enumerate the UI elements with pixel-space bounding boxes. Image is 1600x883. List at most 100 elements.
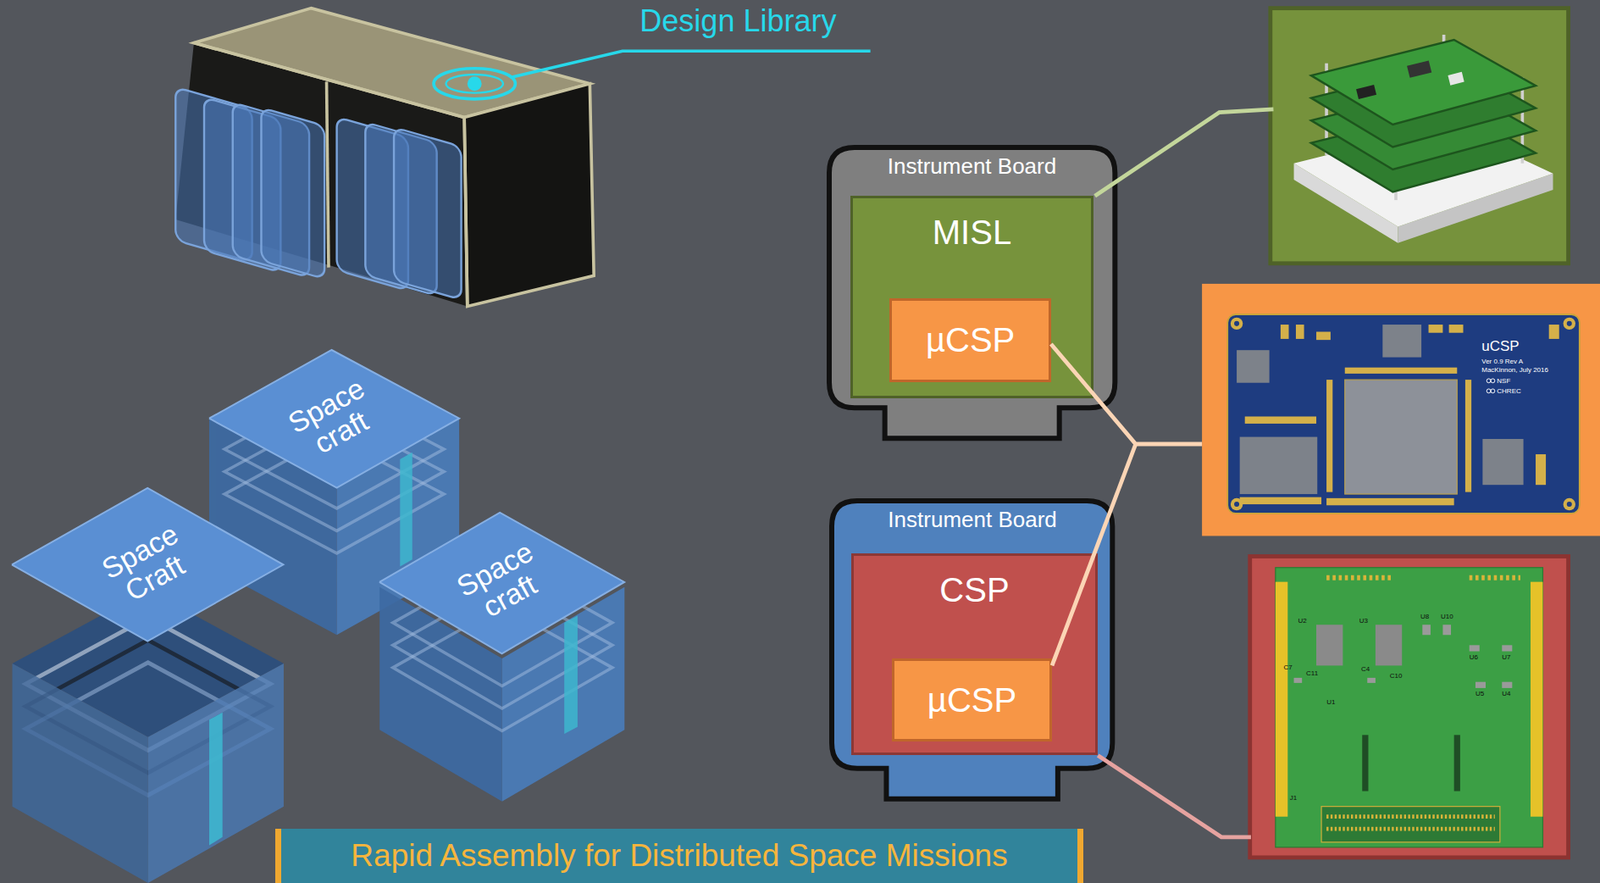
ucsp-board-render: [1240, 437, 1318, 494]
silkscreen-text: MacKinnon, July 2016: [1481, 365, 1549, 374]
eye-icon: [433, 68, 515, 100]
designator: J1: [1289, 793, 1297, 802]
csp-board-render: [1469, 575, 1521, 581]
caption-banner: Rapid Assembly for Distributed Space Mis…: [275, 828, 1084, 883]
spacecraft-body: [209, 712, 223, 846]
ucsp-board-render: [1465, 379, 1472, 493]
ucsp-board-render: [1563, 317, 1576, 330]
ucsp-board-render: [1563, 498, 1576, 510]
ucsp-board-render: [1240, 497, 1322, 504]
eye-icon: [433, 68, 515, 100]
box-label: Instrument Board: [887, 153, 1057, 180]
designator: U4: [1501, 689, 1511, 698]
board-body: [829, 147, 1115, 438]
spacecraft-body: [12, 663, 149, 883]
board-stack-photo: [1270, 8, 1569, 264]
instrument-board: Instrument BoardCSP µCSP: [829, 498, 1115, 802]
ucsp-board-render: [1566, 501, 1573, 507]
board-stack-photo: [1356, 84, 1377, 100]
board-stack-photo: [1270, 8, 1569, 264]
csp-board-render: [1367, 677, 1376, 683]
csp-board-render: [1250, 556, 1569, 858]
ucsp-board-render: [1230, 317, 1243, 330]
spacecraft-body: [564, 614, 578, 734]
board-stack-photo: [1447, 71, 1464, 86]
csp-board-render: [1250, 556, 1569, 858]
csp-board-render: [1326, 826, 1495, 831]
silkscreen-text: uCSP: [1481, 337, 1519, 355]
ucsp-board-render: [1201, 283, 1600, 537]
designator: U5: [1475, 689, 1484, 698]
designator: U7: [1501, 653, 1511, 661]
csp-board-render: [1475, 681, 1486, 688]
leader-line: [509, 50, 870, 78]
ucsp-board-render: [1490, 378, 1495, 383]
designator: C7: [1284, 663, 1293, 671]
csp-board-render: [1530, 581, 1543, 817]
ucsp-board-render: [1234, 501, 1240, 507]
design-library-shelf: [175, 8, 594, 325]
box-label: MISL: [932, 211, 1012, 253]
board-body: [831, 500, 1113, 799]
leader-line: [1051, 443, 1136, 665]
csp-board-render: [1326, 575, 1393, 581]
designator: U1: [1326, 697, 1335, 706]
ucsp-board-render: [1280, 324, 1290, 339]
silkscreen-text: Ver 0.9 Rev A: [1481, 357, 1523, 366]
instrument-board: Instrument BoardMISL µCSP: [826, 144, 1118, 441]
leader-line: [1051, 343, 1202, 444]
design-library-shelf: [193, 43, 468, 307]
ucsp-board-render: [1316, 332, 1331, 341]
ucsp-board-render: [1326, 498, 1455, 505]
ucsp-board-render: [1449, 324, 1464, 333]
ucsp-board-render: [1490, 388, 1495, 394]
lid-face: [379, 512, 625, 654]
board-stack-photo: [1311, 39, 1536, 125]
ucsp-board-render: [1326, 379, 1333, 493]
box-label: µCSP: [927, 679, 1017, 720]
leader-line: [1095, 109, 1274, 196]
ucsp-board-render: [1234, 321, 1240, 327]
ucsp-board-render: [1382, 324, 1422, 358]
design-card-stack: [393, 127, 462, 299]
csp-board-render: [1294, 677, 1303, 683]
silkscreen-text: NSF: [1496, 376, 1511, 385]
csp-card: CSP µCSP: [851, 553, 1099, 756]
ucsp-board-render: [1201, 283, 1600, 537]
csp-board-render: [1501, 644, 1512, 651]
csp-board-render: [1442, 624, 1451, 635]
ucsp-board-render: [1345, 379, 1458, 494]
eye-icon: [467, 76, 482, 91]
csp-board-render: [1501, 681, 1512, 688]
spacecraft-lid: Space craft: [209, 349, 460, 488]
spacecraft-body: [399, 452, 412, 567]
ucsp-board-render: [1245, 415, 1317, 423]
caption-text: Rapid Assembly for Distributed Space Mis…: [350, 838, 1008, 874]
box-label: CSP: [939, 569, 1009, 610]
design-library-label: Design Library: [639, 3, 836, 39]
csp-board-render: [1375, 624, 1402, 665]
csp-board-render: [1316, 624, 1343, 665]
design-library-shelf: [464, 83, 594, 307]
box-label: Instrument Board: [887, 506, 1057, 533]
box-label: µCSP: [925, 319, 1015, 360]
lid-face: [209, 349, 460, 488]
csp-board-render: [1321, 806, 1501, 842]
leader-line: [1097, 754, 1252, 836]
ucsp-board-render: [1227, 314, 1580, 514]
designator: C4: [1361, 664, 1370, 673]
csp-board-render: [1275, 567, 1544, 848]
ucsp-board-render: [1566, 321, 1573, 327]
designator: C10: [1389, 671, 1403, 680]
spacecraft-lid: Space craft: [379, 512, 625, 654]
designator: U3: [1359, 616, 1368, 625]
board-stack-photo: [1406, 60, 1432, 78]
misl-card: MISL µCSP: [850, 195, 1095, 399]
designator: U8: [1420, 612, 1429, 621]
spacecraft-lid: Space Craft: [11, 487, 283, 642]
ucsp-module: µCSP: [889, 298, 1051, 383]
ucsp-board-render: [1295, 324, 1305, 339]
